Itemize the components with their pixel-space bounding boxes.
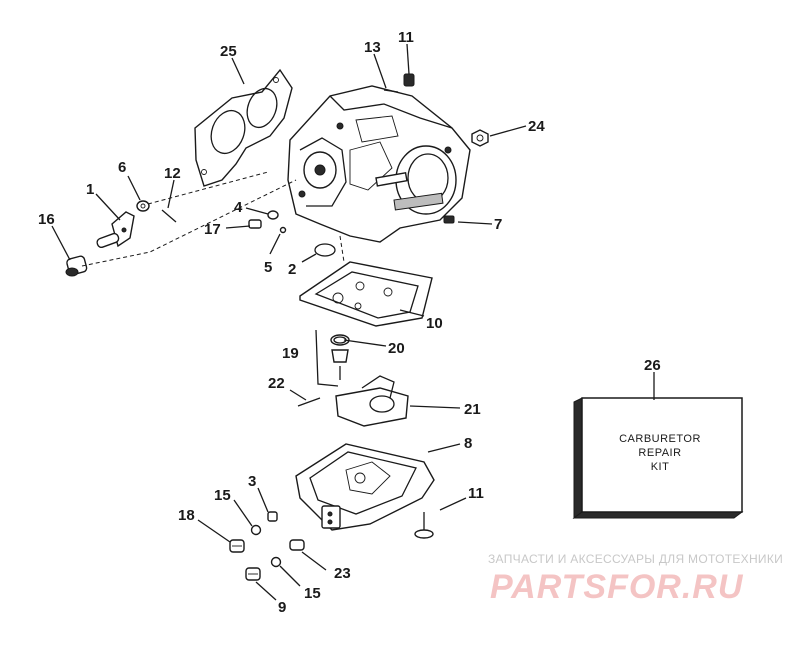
callout-25: 25 bbox=[220, 43, 237, 60]
part-6-washer bbox=[136, 200, 150, 212]
part-5-ball bbox=[279, 226, 287, 234]
callout-15-upper: 15 bbox=[214, 487, 231, 504]
part-14-pin bbox=[383, 89, 399, 93]
callout-21: 21 bbox=[464, 401, 481, 418]
callout-17: 17 bbox=[204, 221, 221, 238]
callout-26: 26 bbox=[644, 357, 661, 374]
callout-4: 4 bbox=[234, 199, 243, 216]
callout-19: 19 bbox=[282, 345, 299, 362]
part-26-repair-kit-box: CARBURETOR REPAIR KIT bbox=[572, 397, 744, 519]
callout-10: 10 bbox=[426, 315, 443, 332]
callout-labels: 25 13 11 24 6 12 1 16 4 17 5 2 7 10 19 2… bbox=[38, 29, 661, 616]
kit-label-line1: CARBURETOR bbox=[619, 433, 701, 445]
kit-label-line2: REPAIR bbox=[638, 447, 681, 459]
assembly-lines bbox=[81, 171, 345, 267]
part-4-washer bbox=[267, 210, 279, 220]
part-15-washer-lower bbox=[270, 556, 282, 568]
callout-12: 11 bbox=[398, 29, 414, 46]
part-7-screw-right bbox=[443, 215, 455, 224]
callout-15-lower: 15 bbox=[304, 585, 321, 602]
callout-20: 20 bbox=[388, 340, 405, 357]
callout-24: 24 bbox=[528, 118, 545, 135]
callout-14: 13 bbox=[364, 39, 381, 56]
part-24-nut bbox=[471, 129, 489, 147]
part-10-body-gasket bbox=[299, 261, 433, 327]
watermark-tagline: ЗАПЧАСТИ И АКСЕССУАРЫ ДЛЯ МОТОТЕХНИКИ bbox=[488, 552, 783, 566]
callout-7-right: 7 bbox=[494, 216, 502, 233]
leader-lines bbox=[51, 43, 655, 601]
part-1-throttle-lever bbox=[96, 211, 135, 249]
callout-3: 3 bbox=[248, 473, 256, 490]
part-16-cap bbox=[65, 255, 88, 277]
callout-11: 11 bbox=[468, 485, 484, 502]
callout-2: 2 bbox=[288, 261, 296, 278]
callout-9: 9 bbox=[278, 599, 286, 616]
part-17-screw bbox=[248, 219, 262, 229]
callout-16: 16 bbox=[38, 211, 55, 228]
callout-22: 22 bbox=[268, 375, 285, 392]
callout-8: 8 bbox=[464, 435, 472, 452]
callout-23: 23 bbox=[334, 565, 351, 582]
carburetor-body bbox=[287, 85, 471, 243]
part-23-screw bbox=[289, 539, 305, 551]
part-22-pin bbox=[297, 397, 321, 407]
callout-6: 6 bbox=[118, 159, 126, 176]
callout-13: 12 bbox=[164, 165, 181, 182]
watermark-logo: PARTSFOR.RU bbox=[490, 568, 744, 606]
part-3-screw bbox=[267, 511, 278, 522]
kit-label-line3: KIT bbox=[651, 461, 670, 473]
part-19-needle-and-seat bbox=[315, 329, 350, 387]
callout-1: 1 bbox=[86, 181, 94, 198]
part-2-o-ring bbox=[314, 243, 336, 257]
watermark: ЗАПЧАСТИ И АКСЕССУАРЫ ДЛЯ МОТОТЕХНИКИ PA… bbox=[488, 552, 783, 606]
part-13-pin bbox=[161, 209, 177, 223]
part-15-washer-upper bbox=[250, 524, 262, 536]
part-18-plug bbox=[229, 539, 245, 553]
part-11-screw bbox=[414, 512, 434, 539]
part-25-flange-gasket bbox=[194, 68, 293, 187]
callout-18: 18 bbox=[178, 507, 195, 524]
part-9-plug bbox=[245, 567, 261, 581]
part-21-float bbox=[335, 375, 409, 427]
part-12-fitting bbox=[403, 73, 415, 87]
callout-5: 5 bbox=[264, 259, 272, 276]
part-8-float-bowl bbox=[295, 443, 435, 531]
